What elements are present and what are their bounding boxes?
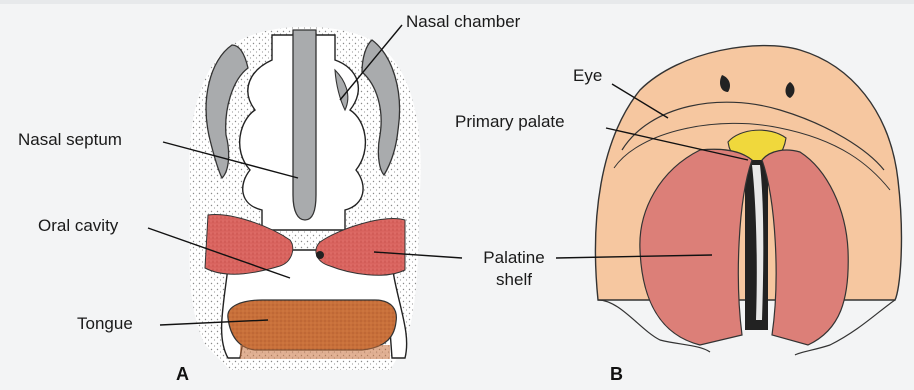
mouth-floor — [240, 345, 390, 359]
label-palatine-shelf-line2: shelf — [472, 270, 556, 290]
label-nasal-chamber: Nasal chamber — [406, 12, 520, 32]
panel-a-letter: A — [176, 364, 189, 385]
tongue-shape — [228, 300, 397, 350]
label-nasal-septum: Nasal septum — [18, 130, 122, 150]
nasal-septum-shape — [293, 30, 316, 220]
label-eye: Eye — [573, 66, 602, 86]
shelf-tip — [316, 251, 324, 259]
label-tongue: Tongue — [77, 314, 133, 334]
label-primary-palate: Primary palate — [455, 112, 565, 132]
label-palatine-shelf-line1: Palatine — [472, 248, 556, 268]
panel-b-letter: B — [610, 364, 623, 385]
label-oral-cavity: Oral cavity — [38, 216, 118, 236]
